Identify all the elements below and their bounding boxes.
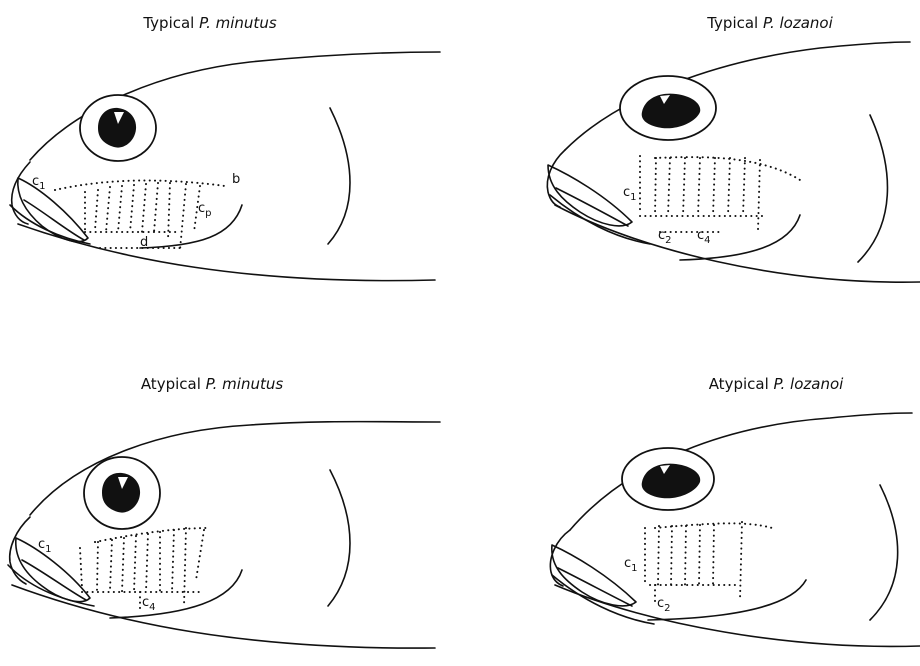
panel-typical-minutus: Typical P. minutus c1 b cp d [10,14,440,281]
label-c2: c2 [658,228,672,246]
panel-typical-lozanoi: Typical P. lozanoi c1 c2 c4 [547,14,920,282]
label-c4: c4 [142,595,156,613]
sensory-canal-dots [645,522,772,600]
eye [620,76,716,140]
caption: Typical P. lozanoi [706,14,833,32]
label-c1: c1 [32,174,46,192]
label-c2: c2 [657,596,671,614]
panel-atypical-minutus: Atypical P. minutus c1 c4 [8,375,440,648]
label-c4: c4 [697,228,711,246]
fish-head-outline [550,413,920,646]
fish-head-outline [8,422,440,649]
label-cp: cp [198,201,212,219]
fish-head-outline [547,42,920,282]
eye [84,457,160,529]
panel-atypical-lozanoi: Atypical P. lozanoi c1 c2 [550,375,920,646]
eye [622,448,714,510]
sensory-canal-dots [640,156,800,232]
caption: Typical P. minutus [142,14,276,32]
label-c1: c1 [624,556,638,574]
label-b: b [232,172,240,187]
eye [80,95,156,161]
caption: Atypical P. lozanoi [709,375,844,393]
label-d: d [140,235,148,250]
caption: Atypical P. minutus [141,375,284,393]
fish-head-outline [10,52,440,281]
label-c1: c1 [623,185,637,203]
